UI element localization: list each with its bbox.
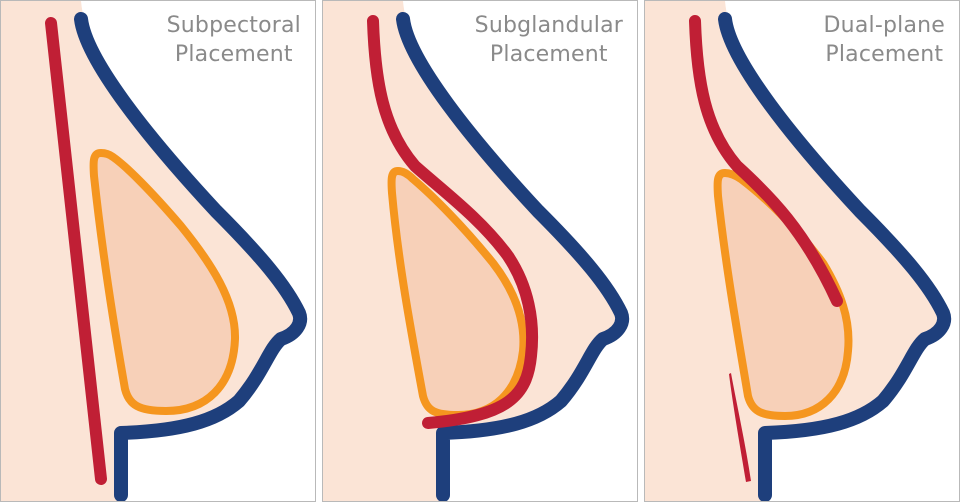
panel-title-subpectoral: Subpectoral Placement <box>167 11 301 69</box>
dual-plane-illustration <box>645 1 951 501</box>
title-line-1: Subglandular <box>474 13 623 38</box>
subpectoral-illustration <box>1 1 307 501</box>
panel-dual-plane: Dual-plane Placement <box>644 0 960 502</box>
title-line-2: Placement <box>174 42 293 67</box>
subglandular-illustration <box>323 1 629 501</box>
title-line-1: Dual-plane <box>823 13 945 38</box>
pectoral-muscle <box>45 17 107 485</box>
title-line-1: Subpectoral <box>166 13 301 38</box>
panel-title-dual-plane: Dual-plane Placement <box>824 11 945 69</box>
panel-title-subglandular: Subglandular Placement <box>475 11 623 69</box>
implant <box>89 149 240 415</box>
pectoral-muscle-lower <box>729 373 751 482</box>
title-line-2: Placement <box>825 42 944 67</box>
skin-outline <box>396 12 629 501</box>
title-line-2: Placement <box>489 42 608 67</box>
panel-subpectoral: Subpectoral Placement <box>0 0 316 502</box>
skin-outline <box>74 12 307 501</box>
pectoral-muscle-upper <box>689 15 843 307</box>
skin-outline <box>718 12 951 501</box>
pectoral-muscle <box>367 15 539 429</box>
panel-subglandular: Subglandular Placement <box>322 0 638 502</box>
